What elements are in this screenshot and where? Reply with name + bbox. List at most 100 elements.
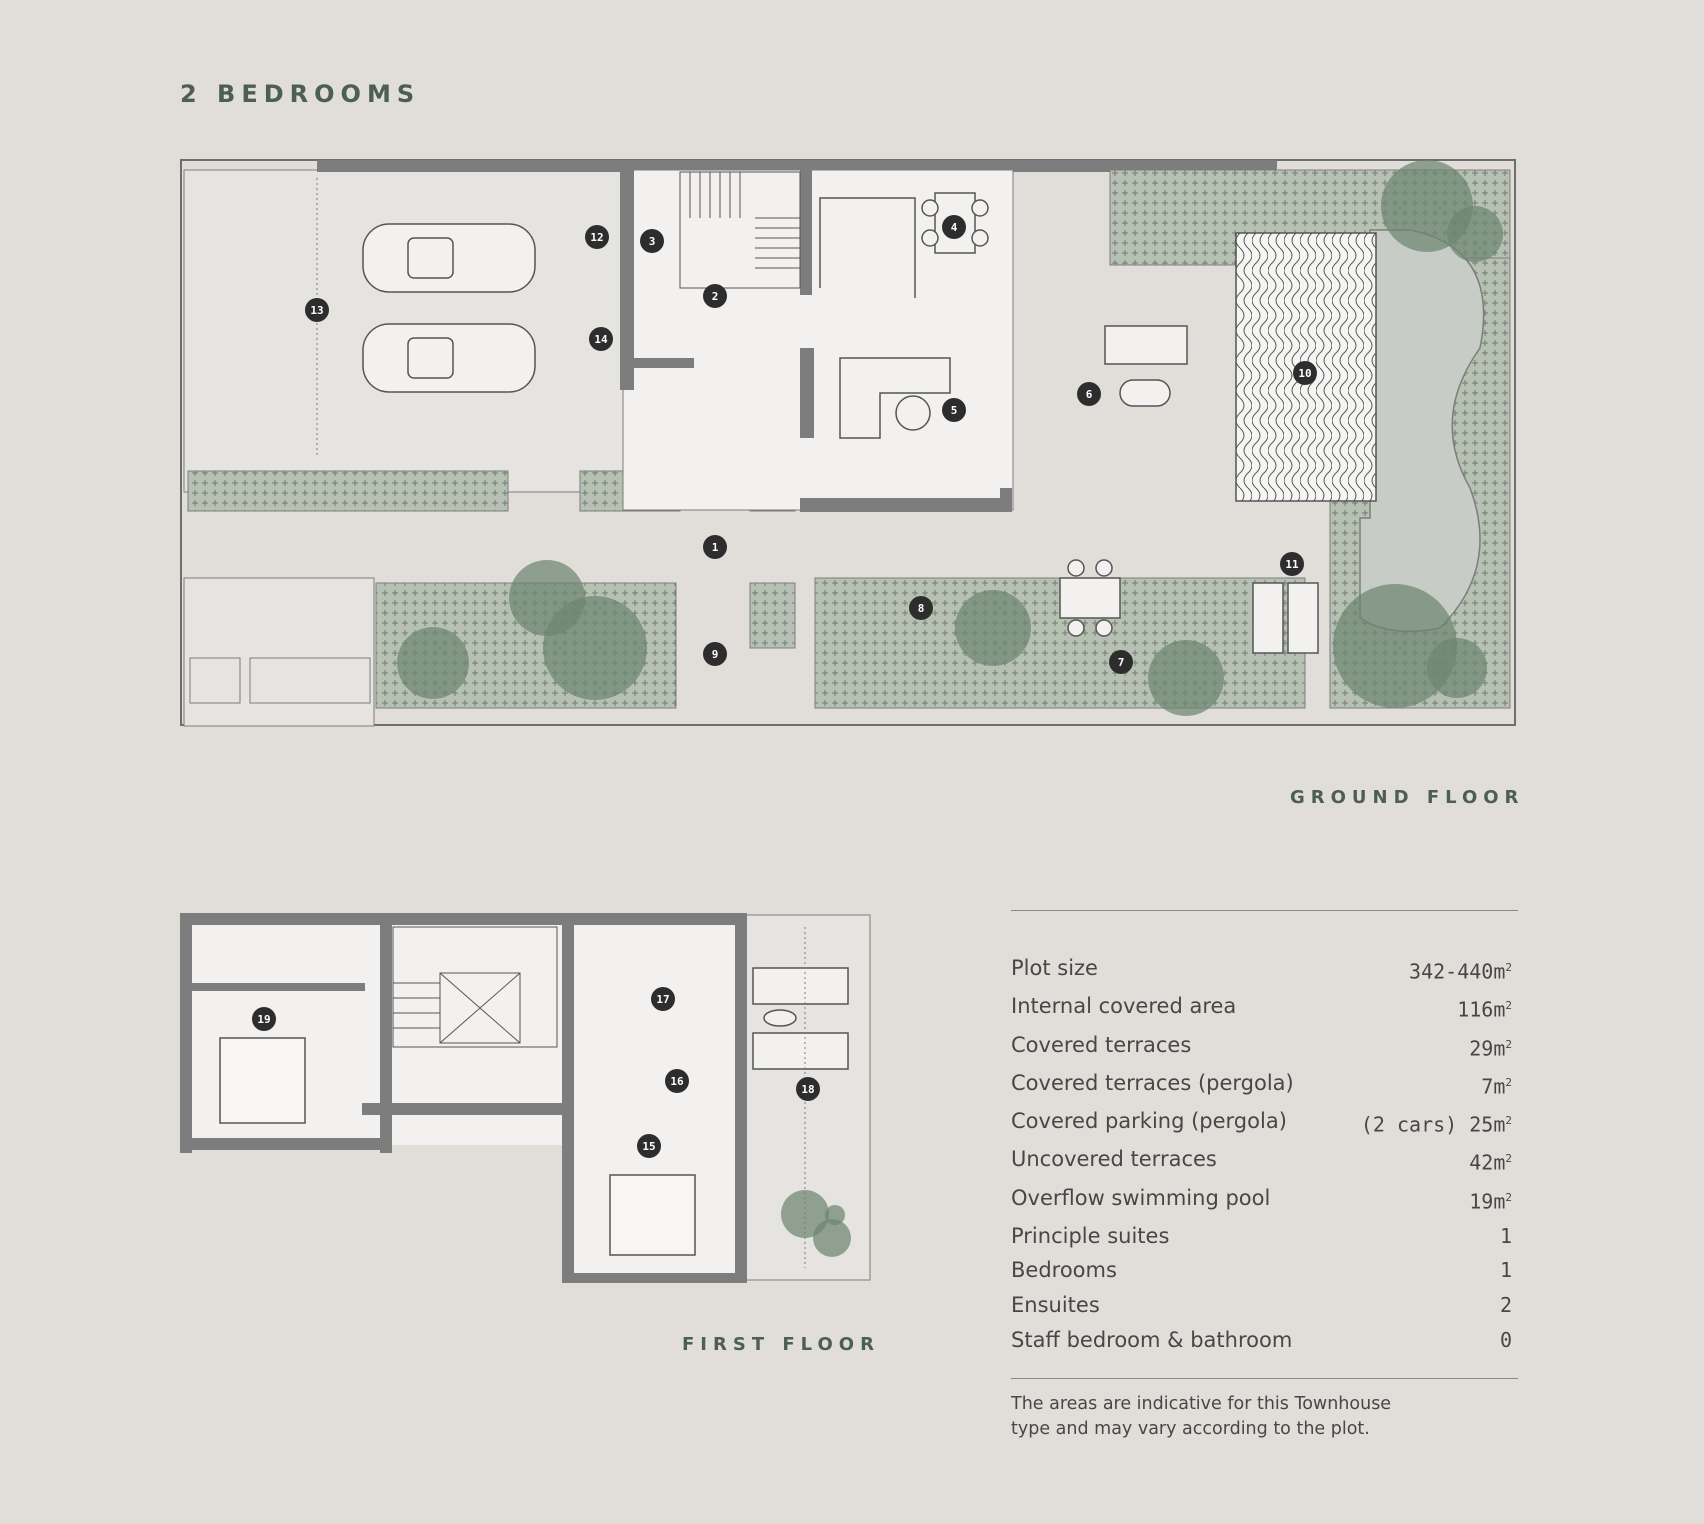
svg-text:5: 5 (951, 404, 958, 417)
svg-text:19: 19 (257, 1013, 270, 1026)
spec-label: Covered terraces (1011, 1032, 1192, 1057)
north-wall (317, 160, 1277, 172)
svg-text:12: 12 (590, 231, 603, 244)
spec-value-text: 2 (1499, 1292, 1512, 1317)
marker-10: 10 (1293, 361, 1317, 385)
first-floor-label: FIRST FLOOR (682, 1334, 880, 1355)
spec-value-text: 116m (1457, 997, 1506, 1022)
marker-19: 19 (252, 1007, 276, 1031)
marker-9: 9 (703, 642, 727, 666)
ground-floor-plan: 1 2 3 4 5 6 7 8 9 10 11 12 13 14 (180, 159, 1516, 727)
note-line-2: type and may vary according to the plot. (1011, 1419, 1370, 1439)
marker-13: 13 (305, 298, 329, 322)
spec-row: Internal covered area 116m2 (1011, 989, 1518, 1027)
marker-4: 4 (942, 215, 966, 239)
car-icon (362, 223, 536, 393)
marker-8: 8 (909, 596, 933, 620)
house-walls (620, 160, 1012, 512)
spec-value: 7m2 (1481, 1066, 1512, 1104)
spec-value-text: 0 (1499, 1327, 1512, 1352)
unit-superscript: 2 (1505, 1190, 1512, 1204)
spec-value: (2 cars) 25m2 (1361, 1104, 1512, 1142)
spec-value-text: (2 cars) 25m (1360, 1112, 1506, 1137)
unit-superscript: 2 (1505, 1152, 1512, 1166)
marker-12: 12 (585, 225, 609, 249)
svg-text:6: 6 (1086, 388, 1093, 401)
planter (749, 582, 796, 649)
svg-text:13: 13 (310, 304, 323, 317)
spec-label: Uncovered terraces (1011, 1147, 1217, 1172)
svg-text:8: 8 (918, 602, 925, 615)
spec-value: 0 (1500, 1323, 1512, 1358)
spec-value-text: 1 (1499, 1258, 1512, 1283)
svg-text:16: 16 (670, 1075, 684, 1088)
spec-label: Overflow swimming pool (1011, 1185, 1271, 1210)
stairs (392, 926, 558, 1048)
ground-floor-label: GROUND FLOOR (1290, 787, 1525, 808)
tree-icon (781, 1190, 851, 1257)
marker-1: 1 (703, 535, 727, 559)
marker-5: 5 (942, 398, 966, 422)
spec-value: 342-440m2 (1409, 951, 1512, 989)
marker-11: 11 (1280, 552, 1304, 576)
unit-superscript: 2 (1505, 1114, 1512, 1127)
spec-label: Staff bedroom & bathroom (1011, 1327, 1293, 1352)
spec-value-text: 19m (1469, 1189, 1506, 1214)
svg-text:2: 2 (712, 290, 719, 303)
tree-icon (397, 160, 1503, 716)
svg-text:18: 18 (801, 1083, 814, 1096)
spec-label: Covered parking (pergola) (1011, 1109, 1287, 1133)
first-floor-plan: 15 16 17 18 19 (180, 913, 871, 1283)
spec-value: 42m2 (1469, 1142, 1512, 1180)
marker-7: 7 (1109, 650, 1133, 674)
spec-label: Ensuites (1011, 1292, 1100, 1317)
spec-row: Covered terraces 29m2 (1011, 1028, 1518, 1066)
terrace-furniture (1059, 325, 1319, 654)
svg-text:17: 17 (656, 993, 669, 1006)
spec-value-text: 29m (1469, 1036, 1506, 1061)
spec-row: Covered terraces (pergola) 7m2 (1011, 1066, 1518, 1104)
note-line-1: The areas are indicative for this Townho… (1011, 1394, 1392, 1414)
svg-text:11: 11 (1285, 558, 1299, 571)
spec-value-text: 7m (1481, 1074, 1506, 1099)
swimming-pool (1235, 229, 1485, 633)
svg-text:4: 4 (951, 221, 958, 234)
unit-superscript: 2 (1505, 999, 1512, 1013)
marker-2: 2 (703, 284, 727, 308)
spec-label: Covered terraces (pergola) (1011, 1070, 1294, 1095)
spec-label: Internal covered area (1011, 994, 1237, 1019)
marker-16: 16 (665, 1069, 689, 1093)
spec-row: Overflow swimming pool 19m2 (1011, 1181, 1518, 1219)
spec-value: 29m2 (1469, 1028, 1512, 1066)
svg-text:1: 1 (712, 541, 719, 554)
marker-14: 14 (589, 327, 613, 351)
spec-value: 116m2 (1457, 989, 1512, 1027)
unit-superscript: 2 (1505, 1037, 1512, 1051)
bed-icon (219, 1037, 696, 1256)
svg-text:10: 10 (1298, 367, 1311, 380)
svg-text:3: 3 (649, 235, 656, 248)
spec-row: Uncovered terraces 42m2 (1011, 1142, 1518, 1180)
spec-row: Staff bedroom & bathroom 0 (1011, 1323, 1518, 1358)
spec-label: Plot size (1011, 956, 1098, 980)
unit-superscript: 2 (1505, 961, 1512, 974)
spec-row: Ensuites 2 (1011, 1288, 1518, 1323)
planter (187, 470, 509, 512)
spec-value-text: 42m (1469, 1150, 1506, 1175)
spec-value-text: 1 (1499, 1223, 1512, 1248)
marker-18: 18 (796, 1077, 820, 1101)
spec-value: 1 (1500, 1219, 1512, 1254)
marker-17: 17 (651, 987, 675, 1011)
svg-text:15: 15 (642, 1140, 655, 1153)
lounge-chairs (752, 967, 849, 1070)
stairs (679, 171, 801, 289)
svg-text:14: 14 (594, 333, 608, 346)
dining-table (921, 192, 989, 254)
kitchen (819, 197, 951, 439)
first-floor-walls (180, 913, 747, 1283)
spec-value: 19m2 (1469, 1181, 1512, 1219)
spec-value: 1 (1500, 1253, 1512, 1288)
